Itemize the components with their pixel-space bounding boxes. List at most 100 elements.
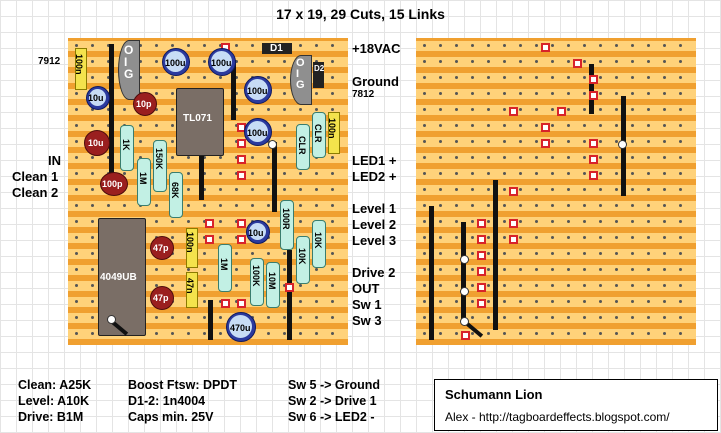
board-hole [535, 284, 538, 287]
board-hole [283, 188, 286, 191]
track-cut [509, 235, 518, 244]
board-hole [299, 300, 302, 303]
board-hole [535, 220, 538, 223]
board-hole [203, 204, 206, 207]
board-hole [535, 172, 538, 175]
board-hole [471, 236, 474, 239]
board-hole [583, 44, 586, 47]
board-hole [519, 316, 522, 319]
board-hole [647, 220, 650, 223]
board-hole [663, 140, 666, 143]
board-hole [187, 44, 190, 47]
board-hole [599, 236, 602, 239]
board-hole [171, 220, 174, 223]
board-hole [455, 188, 458, 191]
board-hole [631, 236, 634, 239]
board-hole [331, 44, 334, 47]
board-hole [663, 76, 666, 79]
label-18vac: +18VAC [352, 41, 401, 56]
board-hole [187, 204, 190, 207]
board-hole [503, 140, 506, 143]
track-cut [509, 219, 518, 228]
board-hole [75, 172, 78, 175]
board-hole [139, 60, 142, 63]
label-out: OUT [352, 281, 380, 296]
board-hole [155, 92, 158, 95]
board-hole [203, 156, 206, 159]
resistor-value-label: 150K [154, 148, 164, 170]
board-hole [171, 332, 174, 335]
resistor-value-label: 10K [313, 232, 323, 249]
board-hole [519, 188, 522, 191]
board-hole [631, 220, 634, 223]
board-hole [503, 92, 506, 95]
label-drive-2: Drive 2 [352, 265, 396, 280]
board-hole [599, 284, 602, 287]
board-hole [615, 60, 618, 63]
resistor-value-label: 1M [138, 172, 148, 185]
board-hole [567, 332, 570, 335]
resistor-10k [296, 236, 310, 284]
track-cut [477, 251, 486, 260]
board-hole [219, 316, 222, 319]
wire-node [460, 317, 469, 326]
board-hole [267, 332, 270, 335]
board-hole [423, 236, 426, 239]
credit-box: Schumann Lion Alex - http://tagboardeffe… [434, 379, 718, 431]
board-hole [75, 268, 78, 271]
board-hole [599, 60, 602, 63]
board-hole [471, 204, 474, 207]
board-hole [235, 236, 238, 239]
board-hole [267, 252, 270, 255]
board-hole [503, 204, 506, 207]
track-cut [541, 139, 550, 148]
track-cut [237, 235, 246, 244]
board-hole [219, 172, 222, 175]
board-hole [519, 108, 522, 111]
board-hole [423, 156, 426, 159]
board-hole [663, 252, 666, 255]
cap-value-label: 10p [136, 99, 152, 109]
board-hole [679, 76, 682, 79]
label-level-3: Level 3 [352, 233, 397, 248]
board-hole [679, 316, 682, 319]
board-hole [503, 300, 506, 303]
board-hole [423, 92, 426, 95]
board-hole [663, 316, 666, 319]
board-hole [615, 220, 618, 223]
board-hole [599, 332, 602, 335]
board-hole [155, 284, 158, 287]
board-hole [91, 44, 94, 47]
board-hole [251, 172, 254, 175]
board-hole [503, 60, 506, 63]
board-hole [331, 156, 334, 159]
board-hole [203, 172, 206, 175]
board-hole [551, 284, 554, 287]
board-hole [599, 140, 602, 143]
board-hole [235, 252, 238, 255]
board-hole [155, 316, 158, 319]
cap-value-label: 100n [185, 232, 195, 253]
board-hole [455, 124, 458, 127]
copper-side-board [416, 38, 696, 345]
board-hole [91, 60, 94, 63]
ceramic-cap-100p [100, 172, 128, 196]
board-hole [583, 300, 586, 303]
cap-value-label: 100u [165, 58, 186, 68]
board-hole [439, 108, 442, 111]
board-hole [171, 156, 174, 159]
board-hole [631, 268, 634, 271]
board-hole [331, 172, 334, 175]
board-hole [75, 316, 78, 319]
track-cut [221, 299, 230, 308]
board-hole [299, 108, 302, 111]
board-hole [455, 44, 458, 47]
board-hole [551, 124, 554, 127]
link-wire [199, 140, 204, 200]
board-hole [615, 300, 618, 303]
board-hole [519, 140, 522, 143]
board-hole [647, 124, 650, 127]
link-wire [109, 44, 114, 194]
board-hole [535, 108, 538, 111]
board-hole [631, 124, 634, 127]
